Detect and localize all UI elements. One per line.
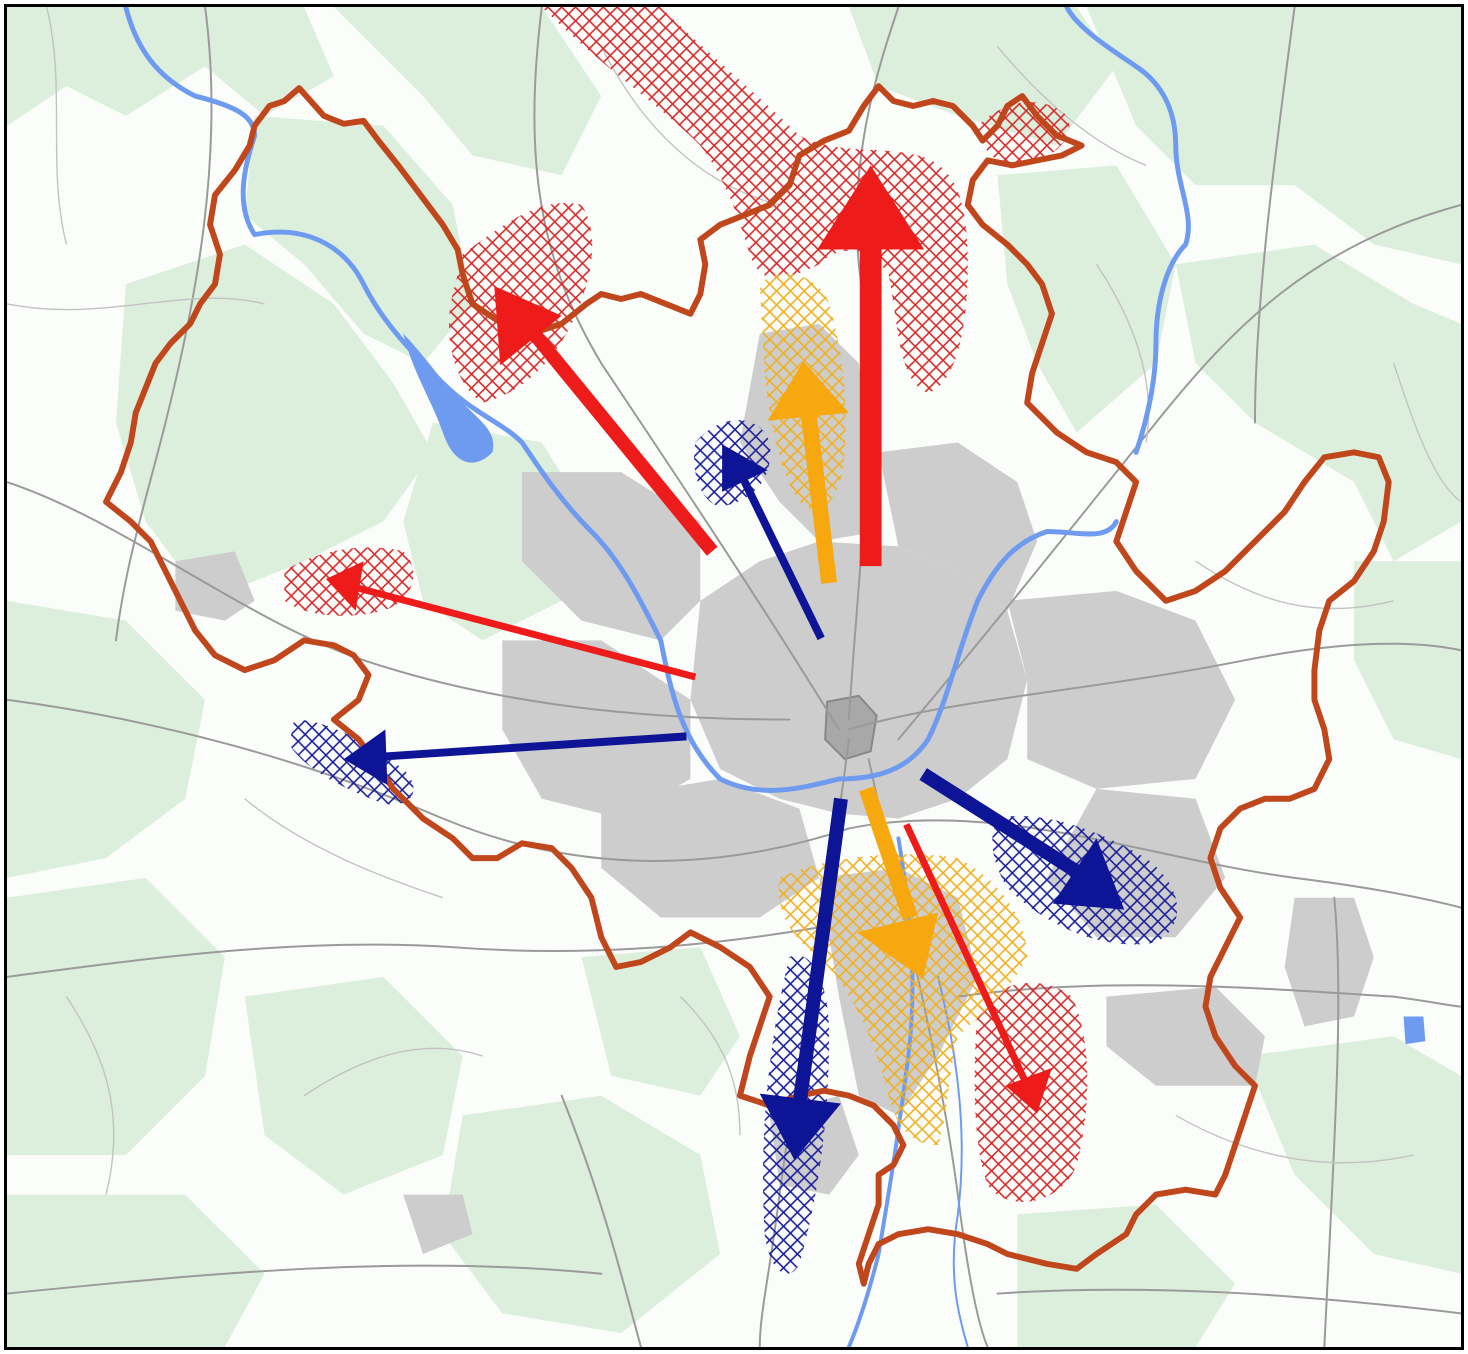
forest-patch (244, 115, 473, 364)
minor-road (1175, 1114, 1414, 1164)
city-development-map[interactable] (7, 7, 1461, 1347)
arrow-red-north-head (817, 165, 925, 250)
arrow-red-southeast-head (1005, 1067, 1052, 1114)
road (1323, 896, 1340, 1347)
road (1253, 7, 1296, 424)
river-main (123, 7, 1119, 793)
road (533, 7, 840, 731)
road (114, 7, 213, 642)
minor-road (680, 996, 741, 1136)
forest-patch (442, 1095, 721, 1334)
hatch-area-red-north-corridor (541, 7, 968, 393)
forest-patch (7, 1194, 265, 1347)
river-northeast (1064, 7, 1191, 455)
minor-road (45, 7, 68, 245)
arrow-orange-south-head (856, 912, 939, 979)
arrow-blue-north-head (722, 444, 768, 492)
minor-roads (7, 7, 1461, 1195)
minor-road (1095, 263, 1150, 443)
urban-area (1106, 986, 1265, 1086)
urban-area (175, 551, 255, 621)
road (847, 819, 1461, 909)
road (7, 926, 821, 978)
hatch-area-orange-south (778, 854, 1028, 1146)
forest-patch (7, 7, 334, 126)
arrow-blue-south-head (759, 1093, 841, 1160)
forest-patch (7, 877, 225, 1156)
forest-patch (1354, 561, 1461, 760)
road (7, 698, 850, 862)
road (7, 481, 791, 721)
forest-patch (244, 976, 463, 1195)
forest-patch (1086, 7, 1461, 265)
arrow-blue-south-shaft (792, 797, 848, 1107)
urban-area (601, 778, 820, 918)
arrow-red-west-shaft (352, 583, 697, 681)
map-frame (4, 4, 1464, 1350)
arrow-blue-east-shaft (919, 768, 1091, 884)
forest-patch (7, 600, 206, 878)
road (996, 1288, 1461, 1315)
arrow-red-southeast-shaft (903, 823, 1031, 1088)
forest-patch (581, 947, 740, 1096)
arrow-red-northwest-shaft (524, 324, 718, 556)
minor-road (244, 798, 444, 899)
minor-road (65, 996, 115, 1195)
road (7, 1264, 603, 1295)
forest-patch (1017, 1204, 1236, 1347)
arrow-blue-west-shaft (373, 732, 687, 762)
minor-road (1392, 363, 1461, 503)
urban-area (403, 1194, 473, 1254)
arrow-blue-west-head (343, 729, 388, 785)
city-boundary-outline (103, 83, 1392, 1287)
arrow-blue-east-head (1052, 838, 1125, 910)
arrow-red-west-head (325, 561, 364, 611)
minor-road (7, 297, 265, 311)
arrow-orange-north-head (767, 361, 849, 421)
road (560, 1094, 642, 1347)
arrow-blue-north-shaft (736, 470, 825, 641)
reservoir-lake (403, 333, 494, 463)
forest-patch (997, 165, 1176, 433)
urban-core (690, 541, 1028, 819)
lake (1403, 1016, 1426, 1045)
arrow-red-northwest-head (494, 286, 562, 366)
forest-patch (1245, 1036, 1461, 1274)
arrow-orange-north-shaft (799, 401, 837, 584)
forest-patch (115, 244, 433, 601)
old-town-block (824, 694, 878, 761)
road (897, 203, 1461, 741)
minor-road (303, 1047, 483, 1097)
arrow-orange-south-shaft (859, 786, 918, 921)
urban-area (1007, 590, 1236, 789)
minor-road (996, 46, 1147, 166)
development-direction-arrows (325, 165, 1125, 1160)
urban-area (502, 640, 691, 819)
